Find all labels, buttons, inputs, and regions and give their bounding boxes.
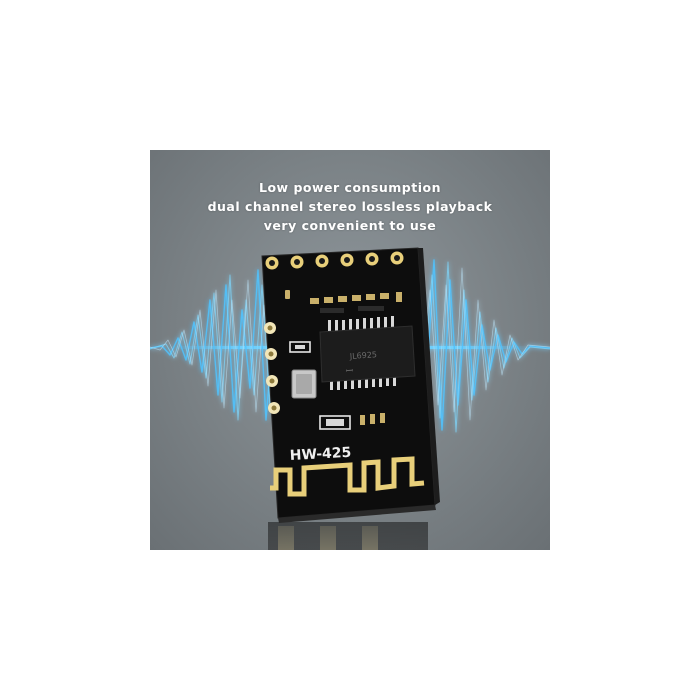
- smd-components: [285, 290, 402, 313]
- product-photo: JL6925 ꟷ: [150, 150, 550, 550]
- pcb-board: JL6925 ꟷ: [261, 247, 440, 523]
- main-ic: JL6925 ꟷ: [319, 316, 416, 390]
- svg-text:JL6925: JL6925: [349, 350, 378, 361]
- caption-line-3: very convenient to use: [263, 218, 437, 233]
- model-label: HW-425: [289, 445, 351, 464]
- caption: Low power consumption dual channel stere…: [150, 178, 550, 235]
- photo-artwork: JL6925 ꟷ: [150, 247, 550, 550]
- header-pins: [265, 251, 404, 270]
- side-pads: [264, 322, 280, 414]
- antenna-trace: [270, 456, 425, 497]
- caption-line-2: dual channel stereo lossless playback: [207, 199, 493, 214]
- caption-line-1: Low power consumption: [259, 180, 441, 195]
- bottom-components: [319, 413, 385, 430]
- svg-text:ꟷ: ꟷ: [346, 367, 354, 377]
- silk-outline: [289, 341, 311, 353]
- board-reflection: [268, 522, 428, 550]
- crystal: [291, 369, 317, 399]
